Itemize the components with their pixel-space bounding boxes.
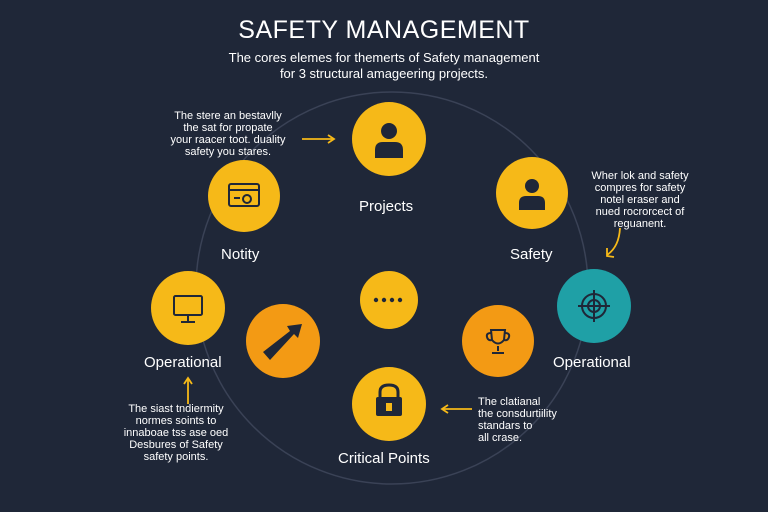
arrow-top-left	[302, 134, 336, 144]
arrow-node	[246, 304, 320, 378]
page-subtitle: The cores elemes for themerts of Safety …	[134, 50, 634, 82]
note-line: standars to	[478, 420, 533, 432]
note-line: compres for safety	[594, 182, 686, 194]
target-icon	[578, 290, 610, 322]
operational-left-label: Operational	[144, 354, 222, 371]
note-bottom-left: The siast tndiermity normes soints to in…	[108, 403, 244, 463]
note-line: reguanent.	[613, 218, 667, 230]
arrow-top-right	[606, 227, 621, 258]
note-line: notel eraser and	[600, 194, 680, 206]
note-line: safety points.	[143, 451, 209, 463]
note-line: nued rocrorcect of	[595, 206, 685, 218]
note-line: Desbures of Safety	[129, 439, 223, 451]
note-line: Wher lok and safety	[591, 170, 689, 182]
note-top-left: The stere an bestavlly the sat for propa…	[158, 110, 298, 158]
notity-label: Notity	[221, 246, 260, 263]
operational-left-node	[151, 271, 225, 345]
critical-points-node	[352, 367, 426, 441]
safety-node	[496, 157, 568, 229]
arrow-bottom-right	[440, 404, 472, 414]
note-line: safety you stares.	[184, 146, 272, 158]
notity-node	[208, 160, 280, 232]
note-line: innaboae tss ase oed	[123, 427, 229, 439]
lock-icon	[376, 383, 402, 416]
operational-right-node	[557, 269, 631, 343]
subtitle-line-1: The cores elemes for themerts of Safety …	[228, 50, 540, 65]
note-line: the sat for propate	[183, 122, 273, 134]
note-line: The siast tndiermity	[128, 403, 224, 415]
note-bottom-right: The clatianal the consdurtiility standar…	[478, 396, 588, 444]
critical-points-label: Critical Points	[338, 450, 430, 467]
arrow-icon	[263, 324, 302, 360]
note-line: The clatianal	[478, 396, 541, 408]
monitor-icon	[173, 295, 203, 323]
person-icon	[375, 123, 403, 158]
ellipsis-icon	[373, 297, 403, 303]
projects-node	[352, 102, 426, 176]
trophy-icon	[485, 329, 511, 354]
subtitle-line-2: for 3 structural amageering projects.	[279, 66, 489, 81]
browser-window-icon	[228, 183, 260, 207]
operational-right-label: Operational	[553, 354, 631, 371]
note-line: your raacer toot. duality	[170, 134, 286, 146]
safety-label: Safety	[510, 246, 553, 263]
note-line: normes soints to	[135, 415, 217, 427]
trophy-node	[462, 305, 534, 377]
center-node	[360, 271, 418, 329]
note-line: all crase.	[478, 432, 523, 444]
note-top-right: Wher lok and safety compres for safety n…	[582, 170, 698, 230]
note-line: The stere an bestavlly	[174, 110, 282, 122]
projects-label: Projects	[359, 198, 414, 215]
page-title: SAFETY MANAGEMENT	[238, 16, 530, 44]
note-line: the consdurtiility	[478, 408, 557, 420]
person-icon	[519, 179, 545, 210]
arrow-bottom-left	[183, 376, 193, 404]
